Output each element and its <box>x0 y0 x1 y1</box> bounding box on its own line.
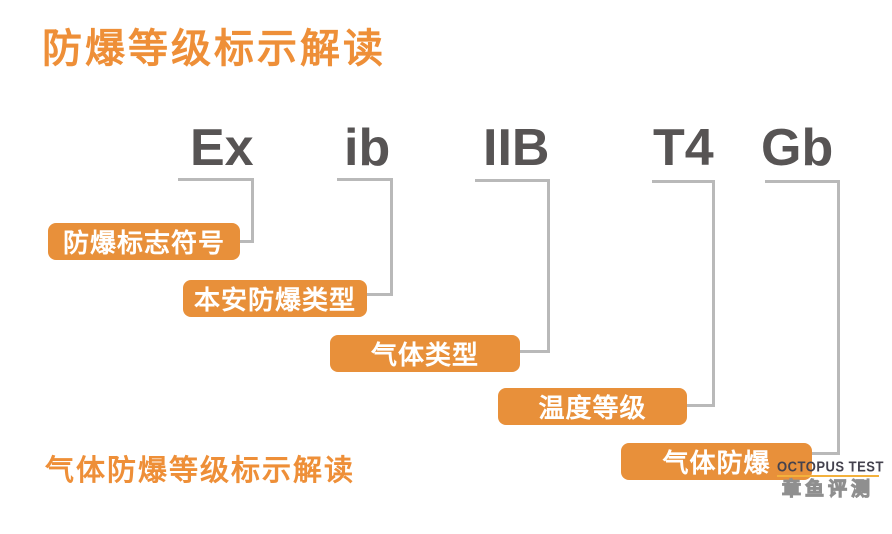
connector-t4-stub <box>685 404 715 407</box>
connector-ib-horizontal <box>337 178 393 181</box>
connector-ib-vertical <box>390 178 393 296</box>
connector-iib-vertical <box>547 179 550 353</box>
watermark-brand-en: OCTOPUS TEST <box>777 457 884 476</box>
connector-gb-horizontal <box>765 180 840 183</box>
watermark-logo: OCTOPUS TEST 章鱼评测 <box>777 457 884 500</box>
connector-gb-stub <box>810 452 840 455</box>
connector-ex-horizontal <box>178 178 254 181</box>
connector-gb-vertical <box>837 180 840 455</box>
marking-symbol-ib: ib <box>344 119 391 177</box>
connector-t4-horizontal <box>652 180 715 183</box>
marking-symbol-ex: Ex <box>190 119 254 177</box>
marking-symbol-t4: T4 <box>653 119 714 177</box>
connector-ib-stub <box>365 293 393 296</box>
connector-iib-stub <box>518 350 550 353</box>
page-title: 防爆等级标示解读 <box>42 27 386 71</box>
label-box-temperature-class: 温度等级 <box>498 388 687 425</box>
connector-iib-horizontal <box>475 179 550 182</box>
watermark-brand-cn: 章鱼评测 <box>781 479 874 500</box>
connector-ex-stub <box>238 240 254 243</box>
label-box-gas-protection-level: 气体防爆 <box>621 443 812 480</box>
label-box-intrinsic-safety-type: 本安防爆类型 <box>183 280 367 317</box>
connector-ex-vertical <box>251 178 254 243</box>
label-box-explosion-proof-mark: 防爆标志符号 <box>48 223 240 260</box>
footer-title: 气体防爆等级标示解读 <box>45 455 356 487</box>
label-box-gas-group: 气体类型 <box>330 335 520 372</box>
connector-t4-vertical <box>712 180 715 407</box>
marking-symbol-iib: IIB <box>483 119 550 177</box>
watermark-underline <box>777 475 879 477</box>
marking-symbol-gb: Gb <box>761 119 834 177</box>
